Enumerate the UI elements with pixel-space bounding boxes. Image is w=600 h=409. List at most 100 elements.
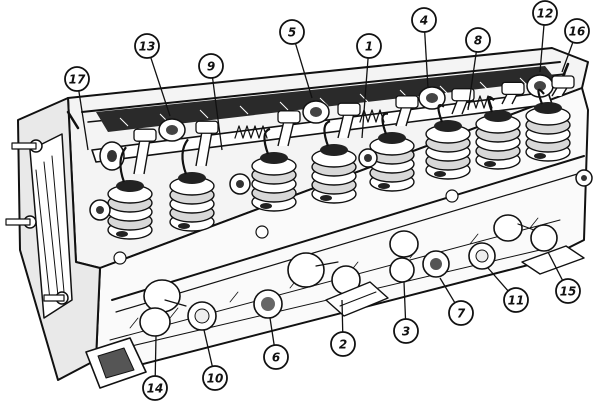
leader-line-14 bbox=[154, 335, 157, 377]
callout-circle bbox=[198, 53, 224, 79]
head-bolt bbox=[89, 199, 111, 221]
rocker-arm bbox=[263, 110, 301, 155]
leader-line-12 bbox=[539, 24, 545, 73]
callout-circle bbox=[448, 300, 474, 326]
plug-boss bbox=[253, 289, 283, 319]
callout-10: 10 bbox=[202, 365, 228, 391]
valve-spring bbox=[169, 172, 215, 232]
plug-boss bbox=[187, 301, 217, 331]
head-bolt bbox=[255, 225, 269, 239]
leader-line-7 bbox=[439, 277, 456, 304]
callout-circle bbox=[356, 33, 382, 59]
leader-line-13 bbox=[150, 57, 171, 117]
rocker-arms bbox=[119, 75, 575, 183]
leader-line-5 bbox=[294, 43, 313, 99]
plug-boss bbox=[389, 230, 419, 283]
head-bolt bbox=[113, 251, 127, 265]
head-bolt bbox=[358, 148, 378, 168]
callout-number: 5 bbox=[288, 26, 296, 40]
callout-1: 1 bbox=[356, 33, 382, 59]
callout-number: 9 bbox=[207, 60, 215, 74]
plug-boss bbox=[468, 242, 496, 270]
leader-line-9 bbox=[211, 77, 223, 151]
callout-circle bbox=[555, 278, 581, 304]
leader-line-4 bbox=[424, 31, 429, 89]
valve-spring bbox=[107, 180, 153, 240]
rocker-arm bbox=[487, 81, 525, 113]
callout-number: 13 bbox=[139, 40, 156, 54]
rocker-arm bbox=[323, 102, 361, 147]
callout-circle bbox=[564, 18, 590, 44]
callout-2: 2 bbox=[330, 331, 356, 357]
leader-lines bbox=[78, 24, 574, 377]
leader-line-6 bbox=[269, 317, 275, 346]
rocker-arm bbox=[437, 88, 475, 123]
leader-line-1 bbox=[361, 57, 369, 139]
callout-14: 14 bbox=[142, 375, 168, 401]
callout-11: 11 bbox=[503, 287, 529, 313]
rocker-arm bbox=[537, 75, 575, 105]
rocker-arm bbox=[181, 120, 219, 175]
callout-number: 16 bbox=[569, 25, 586, 39]
rocker-arm bbox=[381, 95, 419, 135]
valve-spring bbox=[251, 152, 297, 212]
valve-spring bbox=[369, 132, 415, 192]
callout-8: 8 bbox=[465, 27, 491, 53]
bracket bbox=[521, 245, 585, 275]
callout-circle bbox=[142, 375, 168, 401]
callout-circle bbox=[134, 33, 160, 59]
callout-16: 16 bbox=[564, 18, 590, 44]
callout-circle bbox=[532, 0, 558, 26]
callout-number: 8 bbox=[474, 34, 482, 48]
rocker-stand-nut bbox=[302, 100, 330, 124]
end-bolt-top bbox=[11, 139, 43, 153]
callout-circle bbox=[202, 365, 228, 391]
rocker-stands bbox=[158, 74, 554, 142]
callout-circle bbox=[503, 287, 529, 313]
head-bolts bbox=[89, 148, 593, 265]
callout-15: 15 bbox=[555, 278, 581, 304]
valve-spring bbox=[425, 120, 471, 180]
end-bolt-middle bbox=[5, 215, 37, 229]
callout-circle bbox=[279, 19, 305, 45]
callout-circle bbox=[393, 318, 419, 344]
callout-number: 2 bbox=[339, 338, 347, 352]
end-bolt-bottom bbox=[43, 291, 69, 305]
rocker-stand-nut bbox=[526, 74, 554, 98]
valve-springs bbox=[107, 102, 571, 240]
callout-circle bbox=[64, 66, 90, 92]
callout-number: 1 bbox=[365, 40, 373, 54]
leader-line-16 bbox=[561, 42, 574, 73]
callout-5: 5 bbox=[279, 19, 305, 45]
callout-3: 3 bbox=[393, 318, 419, 344]
leader-line-2 bbox=[341, 299, 344, 333]
rocker-stand-nut bbox=[418, 86, 446, 110]
front-face-plugs bbox=[139, 214, 585, 337]
rocker-stand-nut bbox=[158, 118, 186, 142]
leader-line-8 bbox=[467, 51, 477, 111]
callout-number: 12 bbox=[537, 7, 554, 21]
callout-number: 15 bbox=[560, 285, 577, 299]
head-bolt bbox=[575, 169, 593, 187]
callout-number: 10 bbox=[207, 372, 224, 386]
head-bolt bbox=[445, 189, 459, 203]
callout-number: 7 bbox=[457, 307, 466, 321]
callout-circle bbox=[465, 27, 491, 53]
callout-7: 7 bbox=[448, 300, 474, 326]
callout-4: 4 bbox=[411, 7, 437, 33]
rocker-arm bbox=[119, 128, 157, 183]
plug-boss bbox=[139, 279, 187, 337]
head-bolt bbox=[229, 173, 251, 195]
valve-spring bbox=[475, 110, 521, 170]
callout-13: 13 bbox=[134, 33, 160, 59]
valve-spring bbox=[311, 144, 357, 204]
leader-line-3 bbox=[403, 281, 407, 320]
plug-boss bbox=[287, 252, 361, 295]
callout-12: 12 bbox=[532, 0, 558, 26]
valve-spring bbox=[525, 102, 571, 162]
callout-number: 14 bbox=[147, 382, 164, 396]
callout-number: 17 bbox=[69, 73, 86, 87]
plug-boss bbox=[493, 214, 558, 252]
